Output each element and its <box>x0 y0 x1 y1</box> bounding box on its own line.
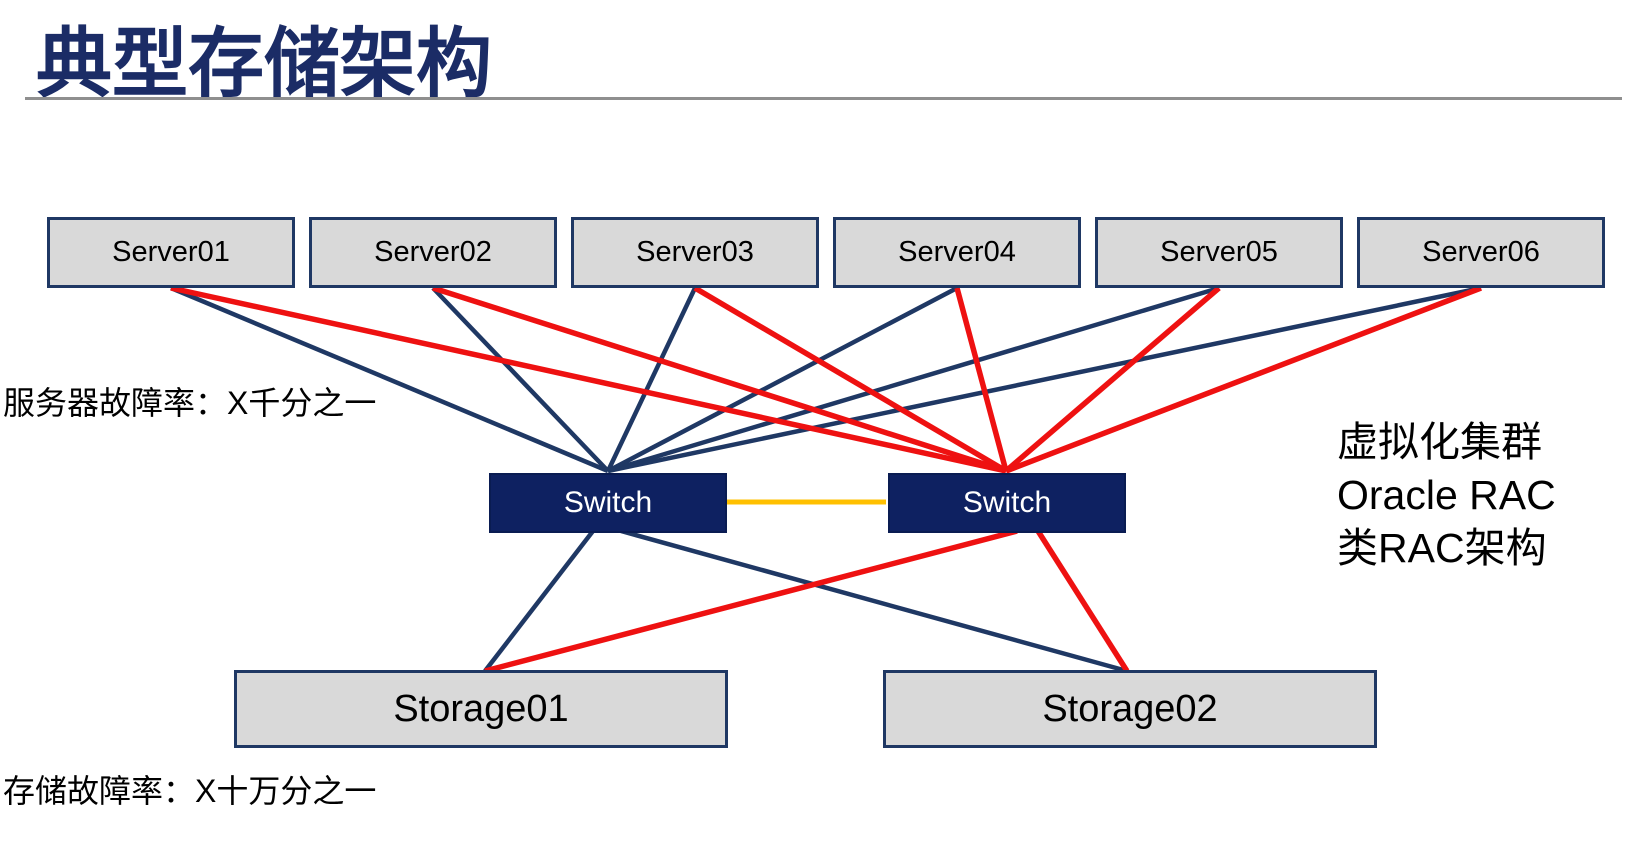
storage01-box: Storage01 <box>234 670 728 748</box>
link-server-3-switch-b <box>693 285 1008 474</box>
server-failure-rate-note: 服务器故障率：X千分之一 <box>3 385 377 421</box>
link-server-5-switch-b <box>1004 285 1221 474</box>
title-divider <box>25 97 1622 100</box>
cluster-note-line2: Oracle RAC <box>1337 472 1556 518</box>
link-server-1-switch-b <box>170 285 1007 474</box>
link-server-2-switch-b <box>432 285 1007 474</box>
switch-a-label: Switch <box>563 486 653 519</box>
cluster-note-line3: 类RAC架构 <box>1337 525 1547 571</box>
switch-b-box: Switch <box>888 473 1126 533</box>
storage-failure-rate-note: 存储故障率：X十万分之一 <box>3 773 377 809</box>
server05-box: Server05 <box>1095 217 1343 288</box>
link-server-2-switch-a <box>431 286 610 473</box>
server02-label: Server02 <box>374 236 492 268</box>
server05-label: Server05 <box>1160 236 1278 268</box>
link-switch-b-storage-1 <box>484 528 1018 674</box>
cluster-note-line1: 虚拟化集群 <box>1337 419 1542 465</box>
server04-label: Server04 <box>898 236 1016 268</box>
link-server-1-switch-a <box>170 285 609 474</box>
switch-b-label: Switch <box>962 486 1052 519</box>
storage01-label: Storage01 <box>393 687 569 730</box>
server02-box: Server02 <box>309 217 557 288</box>
storage02-box: Storage02 <box>883 670 1377 748</box>
server03-box: Server03 <box>571 217 819 288</box>
link-server-3-switch-a <box>605 287 698 472</box>
server04-box: Server04 <box>833 217 1081 288</box>
link-switch-a-storage-1 <box>483 529 595 673</box>
link-server-6-switch-b <box>1005 285 1482 474</box>
page-title: 典型存储架构 <box>36 22 492 107</box>
link-server-4-switch-a <box>606 286 959 473</box>
link-server-4-switch-b <box>954 287 1009 472</box>
server03-label: Server03 <box>636 236 754 268</box>
switch-a-box: Switch <box>489 473 727 533</box>
link-switch-b-storage-2 <box>1035 529 1130 673</box>
link-switch-a-storage-2 <box>620 528 1128 674</box>
server06-box: Server06 <box>1357 217 1605 288</box>
link-server-6-switch-a <box>607 285 1482 474</box>
cluster-notes: 虚拟化集群 Oracle RAC 类RAC架构 <box>1337 416 1556 575</box>
storage02-label: Storage02 <box>1042 687 1218 730</box>
server01-box: Server01 <box>47 217 295 288</box>
link-server-5-switch-a <box>607 285 1220 474</box>
server06-label: Server06 <box>1422 236 1540 268</box>
server01-label: Server01 <box>112 236 230 268</box>
